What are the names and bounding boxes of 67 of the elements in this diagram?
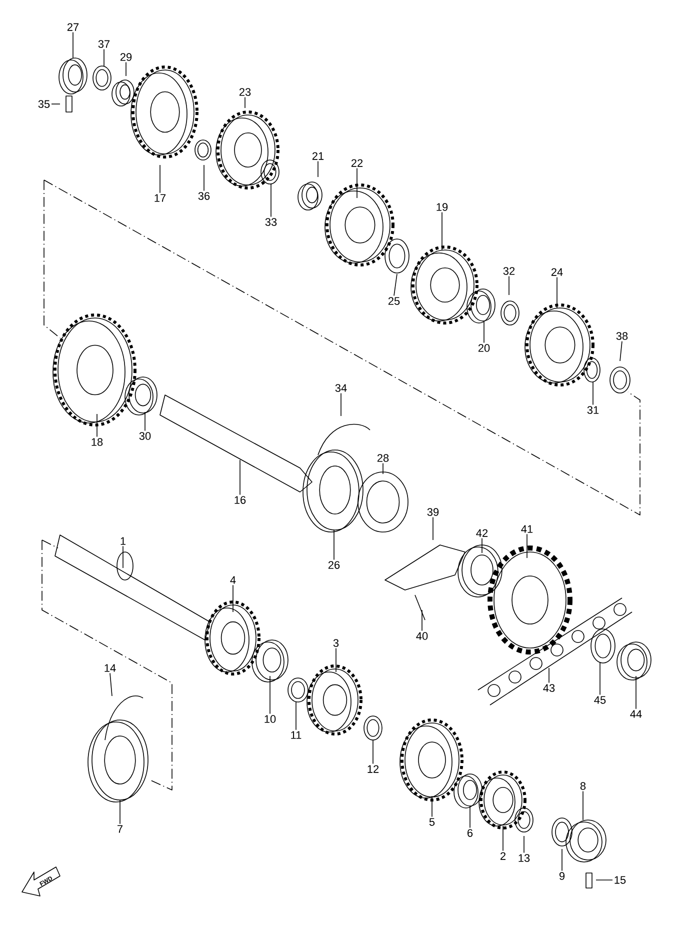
leader-line [340, 392, 342, 416]
callout-number: 44 [630, 710, 642, 718]
callout-number: 16 [234, 496, 246, 504]
callout-number: 25 [388, 297, 400, 305]
leader-line [122, 546, 124, 568]
leader-line [372, 740, 374, 764]
callout-number: 24 [551, 268, 563, 276]
callout-number: 17 [154, 194, 166, 202]
callout-number: 1 [120, 537, 126, 545]
leader-line [432, 516, 434, 540]
callout-number: 43 [543, 684, 555, 692]
callout-number: 4 [230, 576, 236, 584]
callout-number: 39 [427, 508, 439, 516]
callout-number: 20 [478, 344, 490, 352]
callout-number: 22 [351, 159, 363, 167]
leader-line [96, 414, 98, 438]
leader-line [270, 184, 272, 218]
leader-line [382, 462, 384, 474]
callout-number: 27 [67, 23, 79, 31]
callout-number: 32 [503, 267, 515, 275]
leader-line [110, 672, 112, 696]
callout-number: 42 [476, 529, 488, 537]
callout-number: 30 [139, 432, 151, 440]
callout-number: 8 [580, 782, 586, 790]
callout-number: 41 [521, 525, 533, 533]
callout-number: 23 [239, 88, 251, 96]
callout-number: 37 [98, 40, 110, 48]
callout-number: 18 [92, 438, 103, 446]
callout-number: 13 [518, 854, 530, 862]
leader-line [548, 668, 550, 684]
callout-number: 3 [333, 639, 339, 647]
leader-line [502, 826, 504, 852]
leader-line [144, 412, 146, 432]
callout-number: 10 [264, 715, 276, 723]
callout-number: 45 [594, 696, 606, 704]
callout-number: 29 [120, 53, 132, 61]
callout-number: 31 [587, 406, 599, 414]
callout-number: 14 [104, 664, 116, 672]
leader-line [582, 790, 584, 820]
leader-line [556, 276, 558, 308]
callout-number: 21 [312, 152, 324, 160]
callout-number: 12 [368, 765, 379, 773]
leader-line [244, 96, 246, 108]
callout-number: 34 [335, 384, 347, 392]
leader-line [394, 274, 398, 296]
callout-number: 5 [429, 818, 435, 826]
callout-number: 36 [198, 192, 210, 200]
callout-number: 6 [468, 829, 473, 837]
leader-line [72, 32, 74, 58]
callout-number: 33 [265, 218, 277, 226]
leader-line [356, 168, 358, 198]
leader-line [232, 584, 234, 612]
leader-line [620, 340, 622, 362]
callout-number: 26 [328, 561, 340, 569]
callout-number: 40 [416, 632, 428, 640]
callout-number: 28 [377, 454, 389, 462]
leader-line [526, 534, 528, 558]
leader-line [508, 276, 510, 296]
callout-number: 7 [118, 825, 122, 833]
callout-number: 2 [500, 852, 506, 860]
leader-line [592, 382, 594, 406]
callout-number: 9 [559, 872, 565, 880]
callout-number: 19 [436, 203, 448, 211]
callout-number: 35 [38, 100, 50, 108]
callout-number: 15 [614, 876, 626, 884]
callout-number: 11 [291, 731, 302, 739]
callout-number: 38 [616, 332, 628, 340]
